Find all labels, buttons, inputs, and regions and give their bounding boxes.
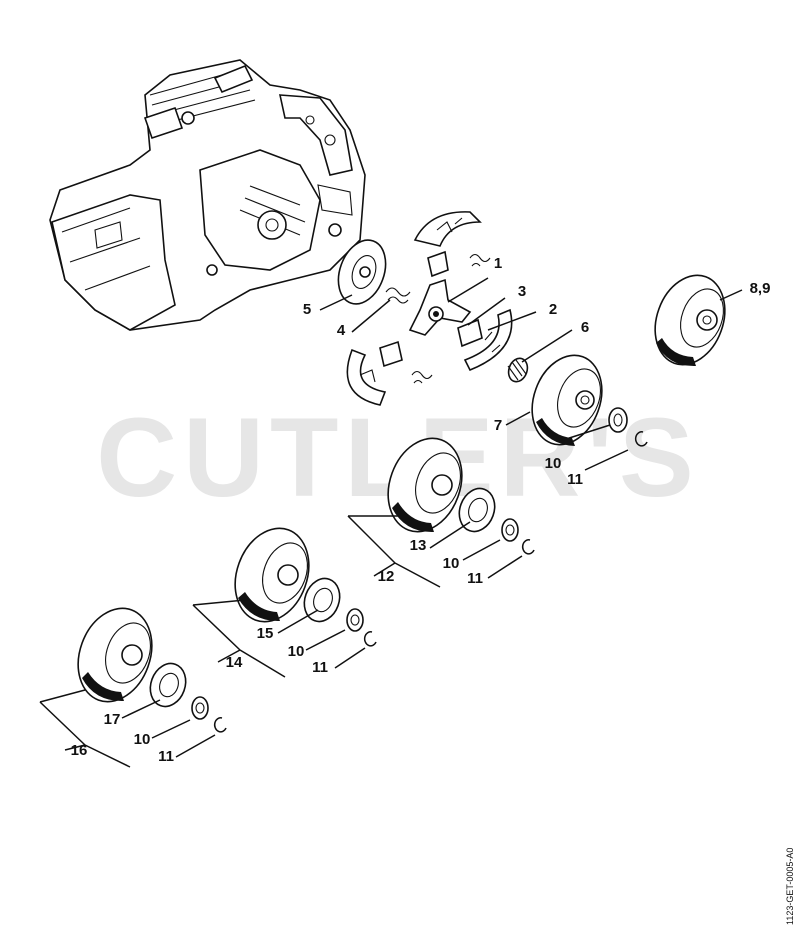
callout-1: 1: [494, 255, 502, 272]
callout-4: 4: [337, 322, 346, 339]
washer-c-hole: [350, 614, 360, 626]
clutch-insert-left: [379, 340, 403, 368]
part-8-9-clutch-drum: [654, 274, 726, 367]
callout-5: 5: [303, 301, 311, 318]
callout-8-9: 8,9: [750, 280, 771, 297]
spring-top: [469, 253, 491, 267]
part-4-spring: [385, 287, 411, 304]
sprocket-17: [149, 662, 187, 708]
e-clip-d: [213, 717, 227, 733]
callout-15: 15: [257, 625, 274, 642]
callout-3: 3: [518, 283, 526, 300]
document-id: 1123-GET-0005-A0: [785, 848, 795, 925]
washer-a-hole: [613, 413, 623, 427]
part-13-clutch-drum: [387, 437, 463, 533]
callout-10-a: 10: [545, 455, 562, 472]
part-6-needle-cage: [507, 357, 529, 383]
callout-11-c: 11: [312, 659, 328, 676]
callout-10-b: 10: [443, 555, 460, 572]
callout-12: 12: [378, 568, 395, 585]
e-clip-b: [521, 539, 535, 555]
washer-d-hole: [195, 702, 205, 714]
callout-2: 2: [549, 301, 557, 318]
part-17-clutch-drum: [77, 607, 153, 703]
callout-14: 14: [226, 654, 243, 671]
washer-c: [346, 608, 364, 632]
part-1-clutch-carrier: [408, 278, 472, 336]
leader-lines: [39, 277, 743, 768]
callout-13: 13: [410, 537, 427, 554]
washer-d: [191, 696, 209, 720]
clutch-shoe-top: [413, 211, 482, 247]
sprocket-15: [303, 577, 341, 623]
sprocket-13: [458, 487, 496, 533]
clutch-insert-top: [427, 250, 449, 278]
callout-10-d: 10: [134, 731, 151, 748]
clutch-shoe-left: [346, 348, 387, 406]
callout-10-c: 10: [288, 643, 305, 660]
spring-bottom: [411, 370, 433, 384]
washer-b-hole: [505, 524, 515, 536]
part-15-clutch-drum: [234, 527, 310, 623]
e-clip-c: [363, 631, 377, 647]
callout-7: 7: [494, 417, 502, 434]
e-clip-a: [634, 431, 648, 447]
callout-11-d: 11: [158, 748, 174, 765]
callouts: 1 2 3 4 5 6 7 8,9 10 11 12 13 10 11 14 1…: [71, 255, 771, 765]
callout-6: 6: [581, 319, 589, 336]
callout-16: 16: [71, 742, 88, 759]
washer-a: [608, 407, 628, 433]
callout-11-b: 11: [467, 570, 483, 587]
part-7-clutch-drum: [531, 354, 603, 446]
engine-housing: [49, 59, 366, 331]
part-5-clutch-disc: [337, 239, 387, 305]
washer-b: [501, 518, 519, 542]
callout-11-a: 11: [567, 471, 583, 488]
callout-17: 17: [104, 711, 121, 728]
